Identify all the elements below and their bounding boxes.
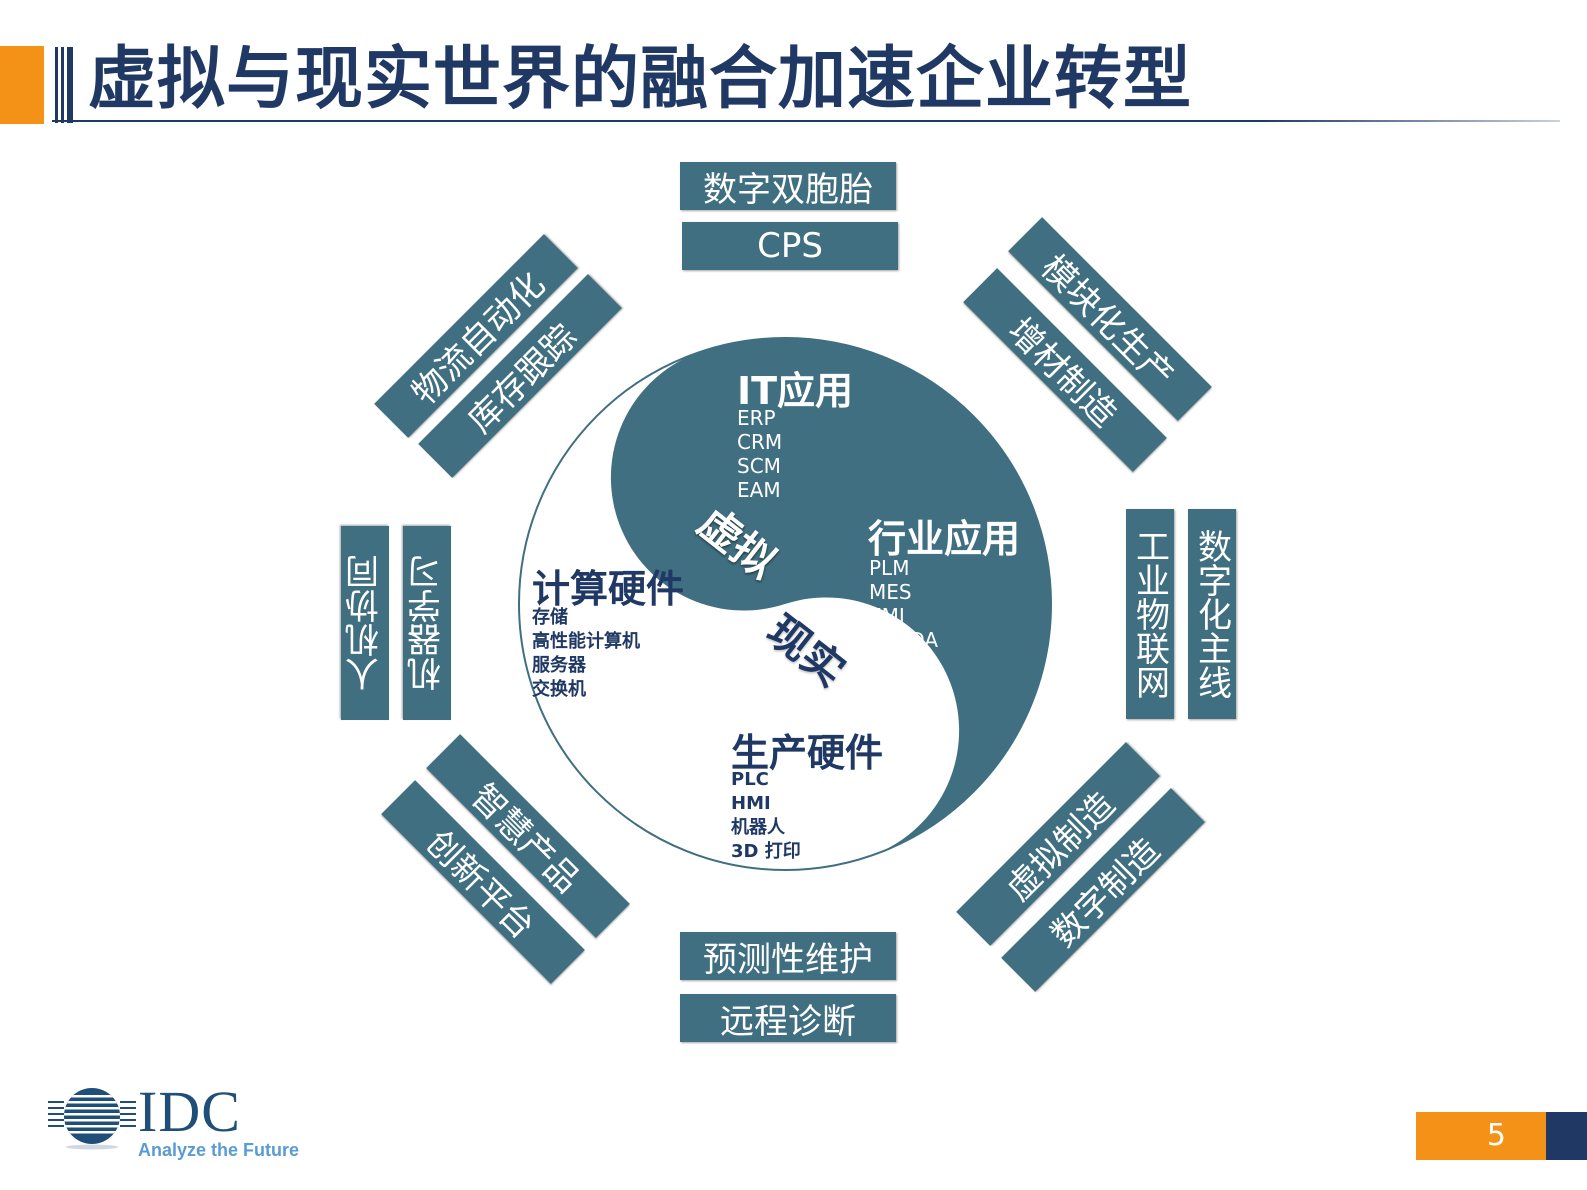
- idc-tagline: Analyze the Future: [138, 1140, 300, 1160]
- title-underline: [52, 120, 1560, 122]
- segment-digital-twin: 数字双胞胎: [680, 162, 896, 210]
- list-item: EMI: [869, 604, 905, 628]
- list-item: 机器人: [731, 817, 785, 838]
- title-divider-bars: [55, 47, 73, 123]
- industry-apps-heading: 行业应用: [868, 517, 1021, 561]
- page-number: 5: [1486, 1118, 1506, 1153]
- production-hw-list: PLC HMI 机器人 3D 打印: [731, 768, 801, 864]
- idc-logo-text: IDC: [138, 1079, 241, 1144]
- production-hw-heading: 生产硬件: [731, 731, 884, 775]
- segment-machine-learning: 机器学习: [403, 526, 451, 720]
- segment-predictive-maintenance: 预测性维护: [680, 932, 896, 980]
- segment-industrial-iot: 工业物联网: [1126, 509, 1174, 719]
- idc-globe-icon: [48, 1088, 136, 1150]
- computing-hw-list: 存储 高性能计算机 服务器 交换机: [532, 606, 640, 702]
- segment-cps: CPS: [682, 222, 898, 270]
- it-apps-heading: IT应用: [737, 369, 854, 413]
- page-title: 虚拟与现实世界的融合加速企业转型: [88, 40, 1193, 119]
- list-item: MES: [869, 580, 912, 604]
- segment-remote-diagnosis: 远程诊断: [680, 994, 896, 1042]
- list-item: EAM: [737, 478, 781, 502]
- title-accent-bar: [0, 46, 44, 124]
- list-item: 3D 打印: [731, 841, 801, 862]
- list-item: HMI: [731, 793, 771, 814]
- list-item: 服务器: [532, 655, 586, 676]
- page-number-box: 5: [1416, 1112, 1546, 1160]
- list-item: CRM: [737, 430, 783, 454]
- list-item: 高性能计算机: [532, 631, 640, 652]
- footer-dark-block: [1546, 1112, 1587, 1160]
- list-item: SCM: [737, 454, 781, 478]
- it-apps-list: ERP CRM SCM EAM: [737, 406, 782, 502]
- list-item: 交换机: [532, 679, 586, 700]
- segment-digital-thread: 数字化主线: [1188, 509, 1236, 719]
- industry-apps-list: PLM MES EMI SCADA: [869, 556, 938, 652]
- virtual-half: [610, 338, 1051, 857]
- list-item: PLC: [731, 769, 769, 790]
- list-item: SCADA: [869, 628, 939, 652]
- list-item: ERP: [737, 406, 776, 430]
- list-item: 存储: [532, 607, 568, 628]
- computing-hw-heading: 计算硬件: [532, 567, 685, 611]
- list-item: PLM: [869, 556, 910, 580]
- segment-human-machine: 人机协同: [341, 526, 389, 720]
